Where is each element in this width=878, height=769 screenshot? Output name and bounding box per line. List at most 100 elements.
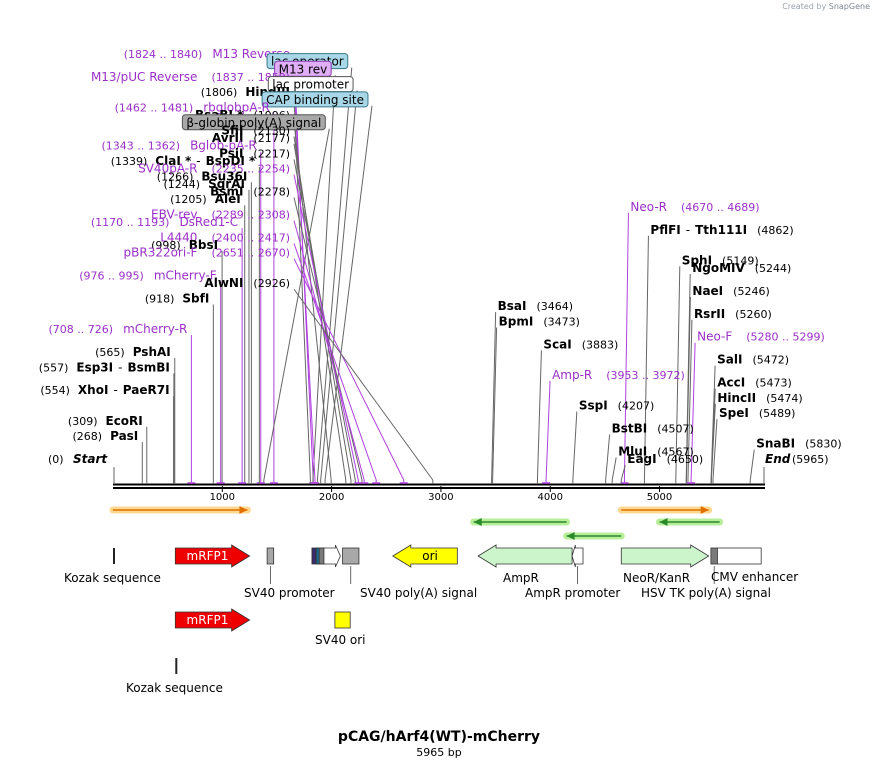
leader-line: [710, 403, 716, 481]
enzyme-label-part: (1266): [157, 170, 194, 183]
annotation-bsmi: BsmI(2278): [210, 185, 363, 484]
leader-line: [293, 258, 405, 481]
enzyme-label-part: SnaBI: [756, 437, 795, 451]
enzyme-label-part: PasI: [110, 429, 138, 443]
annotation-rbglobpa-r: (1462 .. 1481)rbglobpA-R: [115, 100, 278, 484]
annotation-neo-f: Neo-F(5280 .. 5299): [687, 330, 825, 484]
leader-line: [620, 464, 626, 481]
annotation-neo-r: Neo-R(4670 .. 4689): [620, 200, 760, 484]
enzyme-label-part: (268): [73, 430, 103, 443]
box-label-cap-binding-site: CAP binding site: [266, 93, 364, 107]
annotation-naei: NaeI(5246): [685, 284, 770, 484]
enzyme-label-part: BstBI: [612, 421, 648, 435]
annotation-bsu36i: (1266)Bsu36I: [157, 169, 252, 484]
enzyme-label-part: ScaI: [543, 337, 571, 351]
box-label-m13-rev: M13 rev: [279, 62, 328, 76]
enzyme-label-part: (1339): [111, 155, 148, 168]
feature-sv40-promoter: SV40 promoter: [244, 547, 335, 600]
leader-line: [263, 128, 330, 481]
primer-label-part: (1462 .. 1481): [115, 101, 194, 114]
orf-arrow: [470, 518, 571, 526]
enzyme-label-part: SphI: [682, 253, 712, 267]
enzyme-label-part: BsaI: [498, 299, 527, 313]
feature-inside-label: ori: [422, 549, 438, 563]
primer-label-part: (2400 .. 2417): [211, 231, 290, 244]
orf-head: [473, 518, 482, 526]
enzyme-label-part: SfiI: [221, 123, 243, 137]
annotation-m13-rev: M13 rev: [274, 60, 336, 484]
enzyme-label-part: BspDI *: [206, 154, 256, 168]
annotation-sphi: SphI (5149): [675, 253, 759, 484]
feature-arrow: [620, 544, 710, 568]
annotation-lac-promoter: lac promoter: [267, 76, 358, 484]
orf-head: [239, 506, 248, 514]
box-label-globin-poly-a-signal: β-globin poly(A) signal: [186, 116, 321, 130]
enzyme-label-part: PsiI: [219, 146, 243, 160]
enzyme-label-part: (5149): [722, 254, 759, 267]
feature-box: [266, 547, 275, 565]
feature-kozak-sequence: Kozak sequence: [64, 548, 161, 585]
ruler-tick-label: 2000: [319, 492, 344, 503]
leader-line: [293, 82, 316, 481]
leader-line: [293, 220, 365, 481]
enzyme-label-part: (2177): [253, 132, 290, 145]
enzyme-label-part: (2926): [253, 277, 290, 290]
annotation-xhoi: (554)XhoI-PaeR7I: [40, 383, 175, 484]
annotation-bbsi: (998)BbsI: [151, 238, 223, 484]
feature-label-cmv-enhancer: CMV enhancer: [711, 570, 798, 584]
leader-line: [320, 90, 358, 481]
enzyme-label-part: HincII: [717, 391, 756, 405]
enzyme-label-part: Tth111I: [695, 223, 747, 237]
primer-label-part: (4670 .. 4689): [681, 201, 760, 214]
feature-inside-label: mRFP1: [187, 613, 229, 627]
feature-neor-kanr: NeoR/KanR: [620, 544, 710, 585]
plasmid-size: 5965 bp: [416, 746, 462, 759]
leader-line: [611, 457, 617, 481]
feature-box: [710, 547, 718, 565]
feature-box: [342, 547, 360, 565]
annotation-pflfi: PflFI-Tth111I(4862): [643, 223, 794, 484]
enzyme-label-part: (3883): [582, 338, 619, 351]
enzyme-label-part: RsrII: [694, 307, 725, 321]
annotation-mcherry-f: (976 .. 995)mCherry-F: [79, 269, 225, 484]
primer-label-part: (708 .. 726): [49, 323, 114, 336]
leader-line: [545, 380, 551, 481]
ruler-tick-label: 3000: [428, 492, 453, 503]
annotation-snabi: SnaBI(5830): [749, 437, 842, 484]
enzyme-label-part: (5260): [735, 308, 772, 321]
primer-label-part: SV40pA-R: [138, 162, 197, 176]
enzyme-label-part: AccI: [717, 376, 745, 390]
enzyme-label-part: SalI: [717, 353, 742, 367]
feature-white: [323, 544, 341, 568]
enzyme-label-part: (565): [95, 346, 125, 359]
enzyme-label-part: (5474): [766, 392, 803, 405]
annotation-pbr322ori-f: pBR322ori-F(2651 .. 2670): [124, 246, 408, 484]
leader-line: [605, 434, 611, 481]
feature-ori: ori: [392, 544, 458, 568]
enzyme-label-part: (5244): [755, 262, 792, 275]
primer-label-part: (1170 .. 1193): [91, 216, 170, 229]
enzyme-label-part: PflFI: [650, 223, 680, 237]
feature-label-sv40-ori: SV40 ori: [315, 633, 366, 647]
ruler-tick-label: 1000: [210, 492, 235, 503]
feature-label-ampr: AmpR: [503, 571, 539, 585]
primer-label-part: (976 .. 995): [79, 270, 144, 283]
enzyme-label-part: (5472): [752, 354, 789, 367]
annotation-scai: ScaI (3883): [536, 337, 619, 484]
primer-label-part: (3953 .. 3972): [606, 369, 685, 382]
enzyme-label-part: NgoMIV: [692, 261, 745, 275]
annotation-ebv-rev: EBV-rev(2289 .. 2308): [151, 207, 369, 484]
annotation-bglob-pa-r: (1343 .. 1362)Bglob-pA-R: [102, 139, 265, 484]
enzyme-label-part: (4862): [757, 224, 794, 237]
leader-line: [293, 174, 359, 481]
leader-line: [324, 105, 373, 481]
annotation-bsai: BsaI(3464): [491, 299, 573, 484]
feature-mrfp1: mRFP1: [174, 544, 251, 568]
annotation-bpmi: BpmI(3473): [492, 314, 580, 484]
enzyme-label-part: (4650): [667, 453, 704, 466]
primer-label-part: L4440: [160, 230, 197, 244]
annotation-spei: SpeI(5489): [712, 406, 795, 484]
annotation-sv40pa-r: SV40pA-R(2235 .. 2254): [138, 162, 363, 484]
feature-arrow: [323, 544, 341, 568]
